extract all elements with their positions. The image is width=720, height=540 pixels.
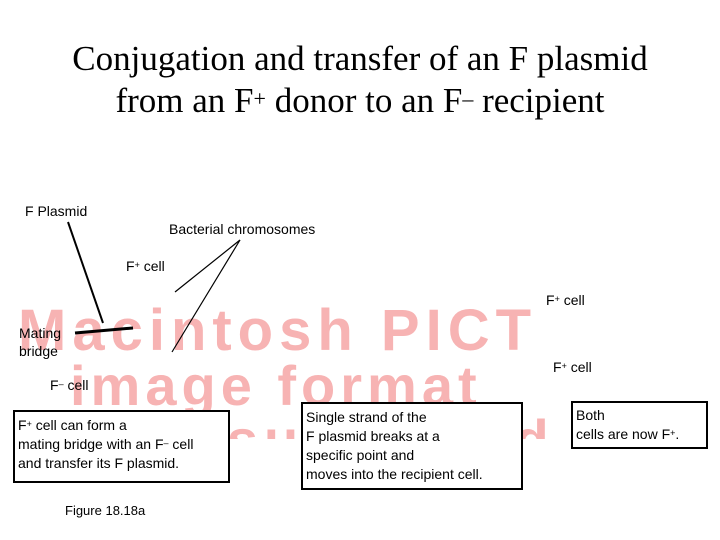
mating-bridge-label-line-2: bridge (19, 343, 58, 359)
step-3-caption-box: Both cells are now F+. (571, 401, 708, 449)
step-1-line-2: mating bridge with an F– cell (18, 436, 194, 452)
step-2-caption-box: Single strand of the F plasmid breaks at… (301, 402, 523, 490)
slide-title: Conjugation and transfer of an F plasmid… (0, 38, 720, 122)
step-1-caption-box: F+ cell can form a mating bridge with an… (13, 410, 230, 483)
step-3-line-1: Both (576, 407, 605, 423)
step-1-line-1: F+ cell can form a (18, 417, 127, 433)
bacterial-chromosomes-label: Bacterial chromosomes (169, 221, 316, 237)
fplus-cell-label-1: F+ cell (126, 258, 165, 274)
figure-label: Figure 18.18a (65, 503, 146, 518)
fminus-cell-label: F– cell (50, 377, 89, 393)
step-1-line-3: and transfer its F plasmid. (18, 455, 180, 471)
step-2-line-3: specific point and (306, 447, 415, 463)
chromosome-pointer-1 (174, 239, 241, 293)
step-2-line-4: moves into the recipient cell. (306, 466, 483, 482)
step-3-line-2: cells are now F+. (576, 426, 680, 442)
f-plasmid-pointer (67, 221, 104, 324)
fplus-cell-label-3: F+ cell (553, 359, 592, 375)
mating-bridge-label-line-1: Mating (19, 325, 62, 341)
title-line-1: Conjugation and transfer of an F plasmid (72, 39, 648, 78)
step-2-line-1: Single strand of the (306, 409, 427, 425)
mating-bridge-pointer (74, 326, 134, 335)
step-2-line-2: F plasmid breaks at a (306, 428, 440, 444)
f-plasmid-label: F Plasmid (25, 203, 88, 219)
title-line-2: from an F+ donor to an F– recipient (115, 81, 605, 120)
chromosome-pointer-2 (171, 239, 241, 353)
fplus-cell-label-2: F+ cell (546, 292, 585, 308)
